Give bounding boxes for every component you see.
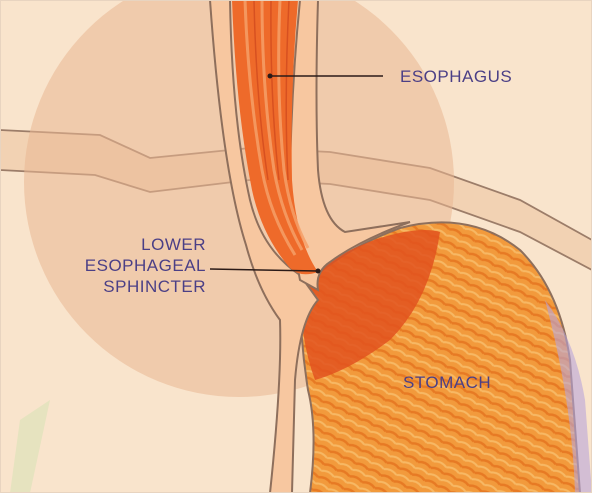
sphincter-leader-dot [316,269,321,274]
esophagus-leader-dot [268,74,273,79]
les-label-line-2: ESOPHAGEAL [85,255,206,276]
esophagus-label: ESOPHAGUS [400,66,512,87]
les-label-line-3: SPHINCTER [85,276,206,297]
lower-esophageal-sphincter-label: LOWER ESOPHAGEAL SPHINCTER [85,234,206,297]
stomach-label: STOMACH [403,372,491,393]
les-label-line-1: LOWER [85,234,206,255]
